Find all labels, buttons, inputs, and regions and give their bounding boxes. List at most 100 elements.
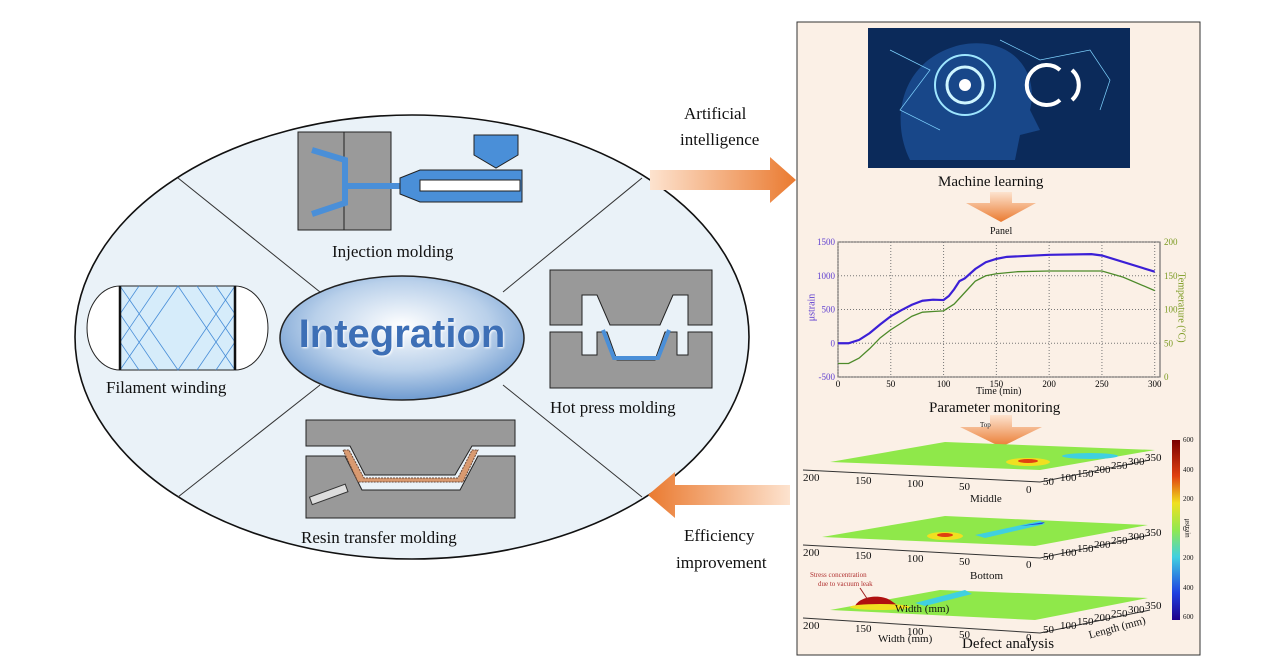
- resin-transfer-molding-illustration: [305, 419, 516, 519]
- length-tick-label: 300: [1128, 456, 1145, 468]
- defect-caption: Defect analysis: [962, 636, 1055, 652]
- surface-top: [802, 442, 1155, 483]
- length-tick-label: 200: [1094, 539, 1111, 551]
- annotation-2: due to vacuum leak: [818, 580, 873, 588]
- efficiency-label-1: Efficiency: [684, 526, 755, 545]
- arrow-left-efficiency: [648, 472, 790, 518]
- length-tick-label: 50: [1043, 624, 1054, 636]
- width-tick-label: 0: [1026, 559, 1032, 571]
- param-caption: Parameter monitoring: [929, 400, 1061, 416]
- length-tick-label: 350: [1145, 600, 1162, 612]
- width-tick-label: 150: [855, 475, 872, 487]
- length-tick-label: 50: [1043, 476, 1054, 488]
- length-tick-label: 350: [1145, 527, 1162, 539]
- chart-title: Panel: [990, 226, 1013, 237]
- y2-tick-label: 200: [1164, 237, 1178, 247]
- width-tick-label: 100: [907, 553, 924, 565]
- surface-middle: [802, 516, 1151, 559]
- width-axis-label: Width (mm): [878, 633, 933, 645]
- colorbar-tick-label: 0: [1183, 524, 1187, 533]
- y-tick-label: 1000: [817, 271, 836, 281]
- label-filament-winding: Filament winding: [106, 378, 227, 397]
- filament-winding-illustration: [86, 285, 269, 371]
- y-tick-label: 0: [831, 338, 836, 348]
- colorbar-tick-label: 200: [1183, 495, 1194, 503]
- length-tick-label: 50: [1043, 551, 1054, 563]
- x-axis-label: Time (min): [976, 386, 1022, 397]
- width-tick-label: 150: [855, 623, 872, 635]
- hot-press-molding-illustration: [549, 269, 713, 389]
- length-tick-label: 150: [1077, 616, 1094, 628]
- length-tick-label: 250: [1111, 535, 1128, 547]
- ai-label-1: Artificial: [684, 104, 747, 123]
- ml-caption: Machine learning: [938, 174, 1044, 190]
- y-tick-label: 500: [822, 305, 836, 315]
- width-tick-label: 50: [959, 481, 970, 493]
- x-tick-label: 300: [1148, 379, 1162, 389]
- arrow-down-1: [966, 192, 1036, 222]
- length-tick-label: 150: [1077, 468, 1094, 480]
- integration-label: Integration: [298, 312, 506, 356]
- x-tick-label: 150: [990, 379, 1004, 389]
- y2-tick-label: 100: [1164, 305, 1178, 315]
- length-tick-label: 250: [1111, 460, 1128, 472]
- series-line-temperature: [838, 270, 1155, 365]
- arrow-down-2: [960, 415, 1042, 447]
- surface-top-label: Top: [980, 421, 991, 429]
- ai-label-2: intelligence: [680, 130, 760, 149]
- length-tick-label: 350: [1145, 452, 1162, 464]
- integration-ellipse: [279, 275, 525, 401]
- colorbar-tick-label: 200: [1183, 554, 1194, 562]
- surface-bottom: [802, 587, 1151, 634]
- y2-tick-label: 150: [1164, 271, 1178, 281]
- width-tick-label: 0: [1026, 632, 1032, 644]
- x-tick-label: 200: [1042, 379, 1056, 389]
- colorbar-tick-label: 600: [1183, 613, 1194, 621]
- x-tick-label: 50: [886, 379, 896, 389]
- label-resin-transfer-molding: Resin transfer molding: [301, 528, 457, 547]
- width-tick-label: 200: [803, 620, 820, 632]
- annotation-1: Stress concentration: [810, 571, 867, 579]
- length-tick-label: 300: [1128, 604, 1145, 616]
- surface-bottom-label: Bottom: [970, 570, 1004, 582]
- width-tick-label: 0: [1026, 484, 1032, 496]
- length-tick-label: 250: [1111, 608, 1128, 620]
- machine-learning-image: [868, 28, 1130, 168]
- efficiency-label-2: improvement: [676, 553, 767, 572]
- injection-molding-illustration: [297, 131, 523, 231]
- x-tick-label: 250: [1095, 379, 1109, 389]
- length-tick-label: 150: [1077, 543, 1094, 555]
- label-injection-molding: Injection molding: [332, 242, 454, 261]
- length-tick-label: 300: [1128, 531, 1145, 543]
- length-tick-label: 100: [1060, 472, 1077, 484]
- y2-tick-label: 50: [1164, 338, 1174, 348]
- y-tick-label: 1500: [817, 237, 836, 247]
- series-line-strain: [838, 253, 1156, 345]
- inner-width-label: Width (mm): [895, 603, 950, 615]
- y2-tick-label: 0: [1164, 372, 1169, 382]
- width-tick-label: 100: [907, 478, 924, 490]
- surface-plots: [802, 440, 1180, 634]
- width-tick-label: 200: [803, 547, 820, 559]
- colorbar-tick-label: 600: [1183, 436, 1194, 444]
- y-tick-label: -500: [819, 372, 836, 382]
- width-tick-label: 50: [959, 629, 970, 641]
- arrow-right-ai: [650, 157, 796, 203]
- width-tick-label: 100: [907, 626, 924, 638]
- colorbar-tick-label: 400: [1183, 583, 1194, 592]
- colorbar-tick-label: 400: [1183, 465, 1194, 474]
- width-tick-label: 50: [959, 556, 970, 568]
- x-tick-label: 100: [937, 379, 951, 389]
- label-hot-press-molding: Hot press molding: [550, 398, 676, 417]
- width-tick-label: 200: [803, 472, 820, 484]
- length-tick-label: 200: [1094, 612, 1111, 624]
- length-tick-label: 100: [1060, 620, 1077, 632]
- x-tick-label: 0: [836, 379, 841, 389]
- colorbar: [1172, 440, 1180, 620]
- length-tick-label: 200: [1094, 464, 1111, 476]
- width-tick-label: 150: [855, 550, 872, 562]
- length-tick-label: 100: [1060, 547, 1077, 559]
- y-axis-label: μstrain: [806, 293, 818, 322]
